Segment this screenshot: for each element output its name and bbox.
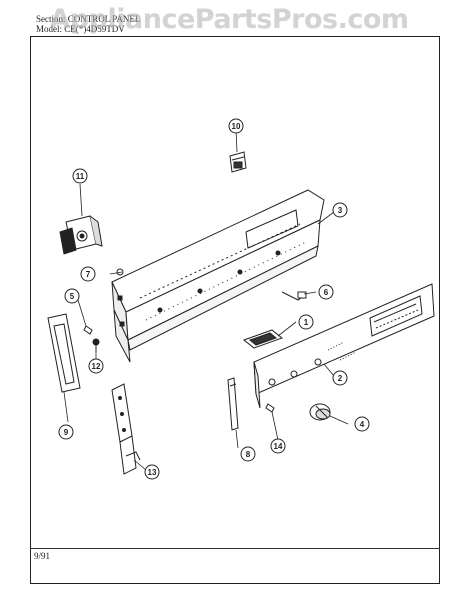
footer-divider: [30, 548, 440, 549]
callout-label: 10: [232, 122, 241, 131]
callout-12: 12: [88, 358, 104, 374]
revision-date: 9/91: [34, 551, 51, 561]
diagram-header: Section: CONTROL PANEL Model: CE(*)4D59T…: [36, 14, 140, 34]
callout-label: 4: [360, 420, 365, 429]
callout-4: 4: [354, 416, 370, 432]
callout-7: 7: [80, 266, 96, 282]
part-14-screw[interactable]: [265, 403, 275, 413]
callout-label: 14: [274, 442, 283, 451]
callout-label: 9: [64, 428, 69, 437]
callout-13: 13: [144, 464, 160, 480]
callout-label: 2: [338, 374, 343, 383]
callout-11: 11: [72, 168, 88, 184]
diagram-frame: [30, 36, 440, 584]
section-title: Section: CONTROL PANEL: [36, 14, 141, 24]
part-5-screw[interactable]: [83, 325, 93, 335]
callout-label: 3: [338, 206, 343, 215]
callout-label: 5: [70, 292, 75, 301]
part-4-knob[interactable]: [309, 403, 331, 421]
callout-6: 6: [318, 284, 334, 300]
part-12-screw[interactable]: [92, 338, 100, 352]
callout-label: 13: [148, 468, 157, 477]
callout-9: 9: [58, 424, 74, 440]
part-13-bracket[interactable]: [111, 383, 141, 475]
part-10-clip[interactable]: [229, 151, 247, 173]
callout-8: 8: [240, 446, 256, 462]
callout-10: 10: [228, 118, 244, 134]
part-1-insulator[interactable]: [242, 329, 284, 349]
callout-5: 5: [64, 288, 80, 304]
part-2-front-panel[interactable]: [253, 283, 435, 409]
callout-label: 11: [76, 172, 85, 181]
part-3-control-panel-housing[interactable]: [111, 189, 325, 363]
part-9-end-cap[interactable]: [47, 313, 81, 393]
part-6-wire[interactable]: [281, 291, 307, 301]
callout-label: 6: [324, 288, 329, 297]
callout-2: 2: [332, 370, 348, 386]
callout-14: 14: [270, 438, 286, 454]
part-8-trim[interactable]: [227, 377, 239, 431]
callout-label: 7: [86, 270, 91, 279]
callout-1: 1: [298, 314, 314, 330]
callout-label: 1: [304, 318, 309, 327]
callout-3: 3: [332, 202, 348, 218]
part-11-switch[interactable]: [59, 215, 103, 255]
callout-label: 12: [92, 362, 101, 371]
model-label: Model: CE(*)4D59TDV: [36, 24, 125, 34]
callout-label: 8: [246, 450, 251, 459]
leader-lines: [63, 129, 349, 471]
